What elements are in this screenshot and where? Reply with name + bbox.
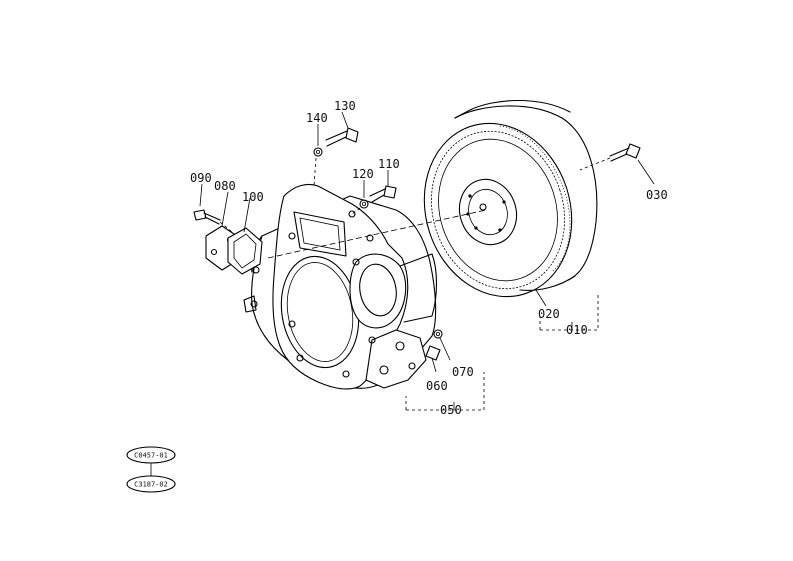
reference-code-2-text: C3187-02: [134, 481, 168, 489]
bolt-110-icon: [351, 185, 397, 215]
reference-code-2: C3187-02: [126, 475, 176, 493]
label-110: 110: [378, 157, 400, 171]
bolt-130-icon: [313, 127, 359, 187]
label-050: 050: [440, 403, 462, 417]
label-070: 070: [452, 365, 474, 379]
reference-code-1-text: C0457-01: [134, 452, 168, 460]
label-030: 030: [646, 188, 668, 202]
bolt-090-icon: [193, 209, 233, 233]
label-010: 010: [566, 323, 588, 337]
label-100: 100: [242, 190, 264, 204]
pin-060-icon: [425, 329, 443, 361]
gasket-icon: [227, 227, 263, 275]
flywheel-housing-icon: [243, 183, 438, 390]
label-020: 020: [538, 307, 560, 321]
flywheel-icon: [423, 100, 598, 298]
label-130: 130: [334, 99, 356, 113]
label-090: 090: [190, 171, 212, 185]
reference-code-1: C0457-01: [126, 446, 176, 464]
label-140: 140: [306, 111, 328, 125]
bolt-030-icon: [579, 143, 641, 171]
label-120: 120: [352, 167, 374, 181]
label-060: 060: [426, 379, 448, 393]
label-080: 080: [214, 179, 236, 193]
